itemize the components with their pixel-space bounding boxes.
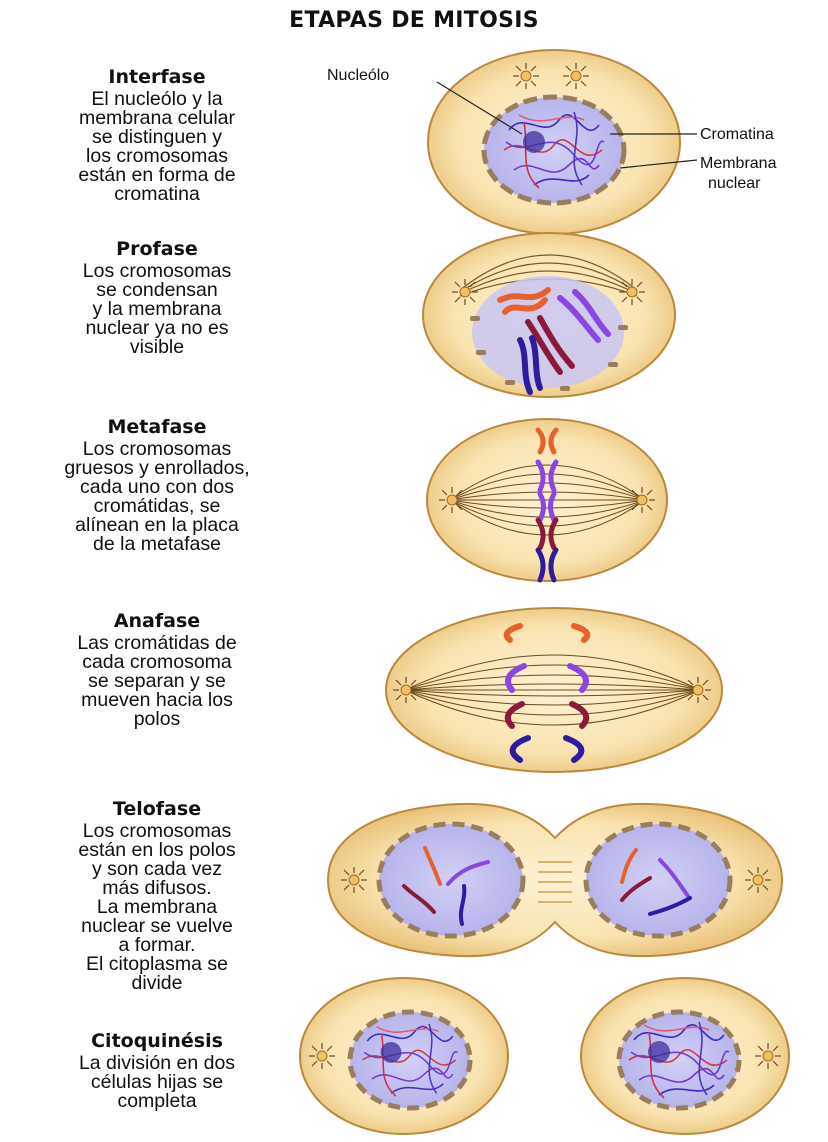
metafase-cell	[427, 419, 667, 581]
profase-cell	[423, 233, 675, 397]
label-membrana: Membrana	[700, 155, 777, 172]
anafase-cell	[386, 608, 722, 772]
citoquinesis-cells	[300, 978, 789, 1134]
label-nucleolo: Nucleólo	[327, 67, 389, 84]
label-nuclear: nuclear	[708, 175, 761, 192]
telofase-cell	[328, 804, 782, 956]
interfase-cell: Nucleólo Cromatina Membrana nuclear	[327, 50, 777, 234]
label-cromatina: Cromatina	[700, 126, 774, 143]
